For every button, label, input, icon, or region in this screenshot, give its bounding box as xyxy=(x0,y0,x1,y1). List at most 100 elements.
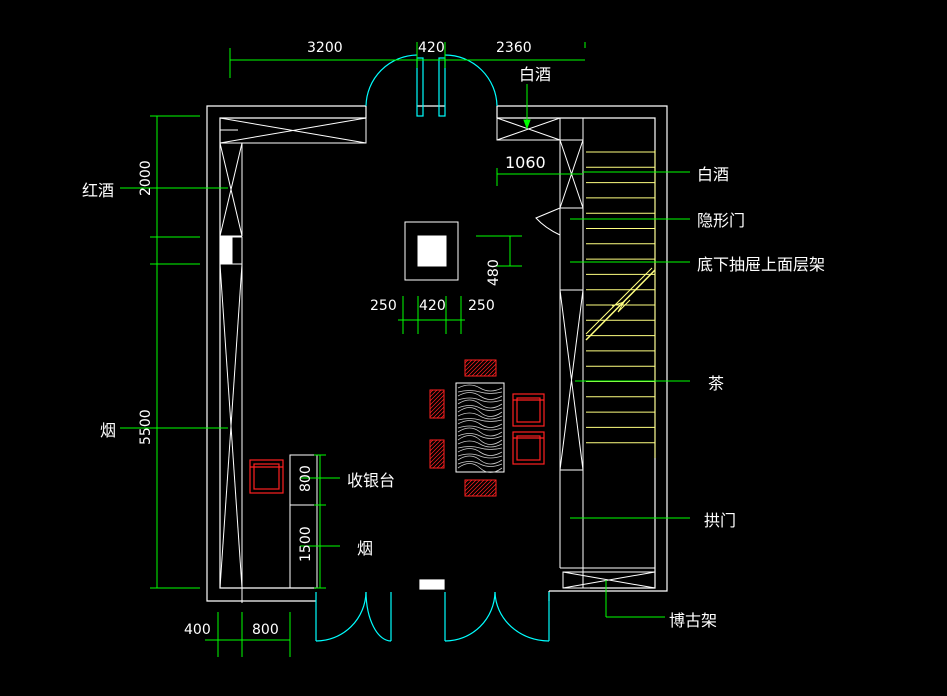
label-shouyintai: 收银台 xyxy=(347,471,395,490)
stool-hatch-line xyxy=(436,410,445,419)
right-cabinet-cha xyxy=(559,289,655,569)
wood-grain xyxy=(457,397,503,403)
stool-hatch-line xyxy=(467,479,485,497)
staircase xyxy=(585,150,656,458)
stool-hatch-line xyxy=(429,440,445,456)
stool-hatch-line xyxy=(464,479,473,488)
stool-hatch-line xyxy=(429,390,445,406)
stool-hatch-line xyxy=(479,479,497,497)
stool-hatch-line xyxy=(464,479,481,496)
dim-top-3200: 3200 xyxy=(307,40,343,56)
label-cha: 茶 xyxy=(708,374,724,393)
outer-wall-right xyxy=(497,105,668,592)
wood-grain xyxy=(457,455,503,465)
stool-hatch-line xyxy=(429,389,438,398)
stool-hatch-line xyxy=(464,359,481,376)
tea-table xyxy=(455,382,505,473)
wood-grain xyxy=(457,392,503,400)
stool-hatch-line xyxy=(432,406,445,419)
display-table xyxy=(404,221,459,281)
stool-hatch-line xyxy=(429,402,445,418)
stool-hatch-line xyxy=(483,483,497,497)
label-gongmen: 拱门 xyxy=(704,511,736,530)
stool-hatch-line xyxy=(440,414,445,419)
left-cabinet-yan xyxy=(219,263,243,603)
wood-grain xyxy=(457,420,503,428)
dim-480: 480 xyxy=(486,259,502,286)
wood-grain xyxy=(457,453,503,459)
stool-hatch-line xyxy=(429,394,445,410)
wood-grain xyxy=(457,448,503,456)
wood-grain xyxy=(457,407,503,417)
leader-lines xyxy=(120,84,690,618)
dim-top-420: 420 xyxy=(418,40,445,56)
room-labels: 白酒 白酒 隐形门 底下抽屉上面层架 茶 拱门 博古架 红酒 烟 收银台 烟 xyxy=(82,65,825,630)
stool-hatch-line xyxy=(487,487,497,497)
label-shelf: 底下抽屉上面层架 xyxy=(697,255,825,274)
stool-hatch-line xyxy=(464,479,469,484)
label-yinxingmen: 隐形门 xyxy=(697,211,745,230)
label-baijiu-top: 白酒 xyxy=(519,65,551,84)
armchair-right-1 xyxy=(512,393,545,427)
stool-hatch-line xyxy=(464,359,473,368)
bottom-door-1-swing xyxy=(315,591,367,642)
wood-grain xyxy=(457,405,503,411)
wood-grain xyxy=(457,433,503,439)
doors xyxy=(315,54,550,642)
stool-hatch-line xyxy=(429,439,442,452)
armchair-left xyxy=(249,459,284,494)
wood-grain xyxy=(457,427,503,437)
dim-left-5500: 5500 xyxy=(138,409,154,445)
stool-hatch-line xyxy=(429,439,434,444)
stool-hatch-line xyxy=(429,452,445,468)
stool-hatch-line xyxy=(432,456,445,469)
stool-hatch-line xyxy=(471,359,489,377)
bogujia-cabinet xyxy=(562,571,656,589)
wood-grain xyxy=(457,440,503,448)
stool-hatch-line xyxy=(429,398,445,414)
stool-hatch-line xyxy=(491,491,497,497)
dim-counter-800: 800 xyxy=(298,465,314,492)
stools xyxy=(429,359,497,497)
wood-grain xyxy=(457,384,503,392)
wood-grain xyxy=(457,412,503,420)
top-door-left-swing xyxy=(365,54,418,107)
armchairs xyxy=(249,393,545,494)
top-cabinet xyxy=(219,117,367,144)
stool-hatch-line xyxy=(464,359,477,372)
wood-grain xyxy=(457,418,503,422)
floor-marker-bottom xyxy=(419,579,445,590)
wood-grain xyxy=(457,425,503,431)
stool-hatch-line xyxy=(475,359,493,377)
stool-hatch-line xyxy=(429,448,445,464)
stool-hatch-line xyxy=(429,444,445,460)
wood-grain xyxy=(457,399,503,409)
dim-table-420: 420 xyxy=(419,298,446,314)
label-baijiu-right: 白酒 xyxy=(697,165,729,184)
stool-hatch-line xyxy=(467,359,485,377)
stool-hatch-line xyxy=(483,363,497,377)
dim-counter-1500: 1500 xyxy=(298,526,314,562)
label-hongjiu: 红酒 xyxy=(82,181,114,200)
stool-hatch-line xyxy=(479,359,497,377)
wood-grain xyxy=(457,463,503,473)
dimension-text: 3200 420 2360 2000 5500 400 800 1060 480… xyxy=(138,40,546,638)
armchair-right-2 xyxy=(512,431,545,465)
dim-bottom-800: 800 xyxy=(252,622,279,638)
dim-table-250-b: 250 xyxy=(468,298,495,314)
stool-hatch-line xyxy=(429,439,438,448)
bottom-door-2-swing xyxy=(444,591,496,642)
stool-hatch-line xyxy=(475,479,493,497)
dim-bottom-400: 400 xyxy=(184,622,211,638)
dim-left-2000: 2000 xyxy=(138,160,154,196)
dim-1060: 1060 xyxy=(505,153,546,172)
label-yan-counter: 烟 xyxy=(357,539,373,558)
stool-hatch-line xyxy=(429,389,434,394)
stool-hatch-line xyxy=(491,371,497,377)
stool-hatch-line xyxy=(464,479,477,492)
outer-wall-left xyxy=(206,105,366,602)
stool-hatch-line xyxy=(436,460,445,469)
wood-grain xyxy=(457,461,503,467)
